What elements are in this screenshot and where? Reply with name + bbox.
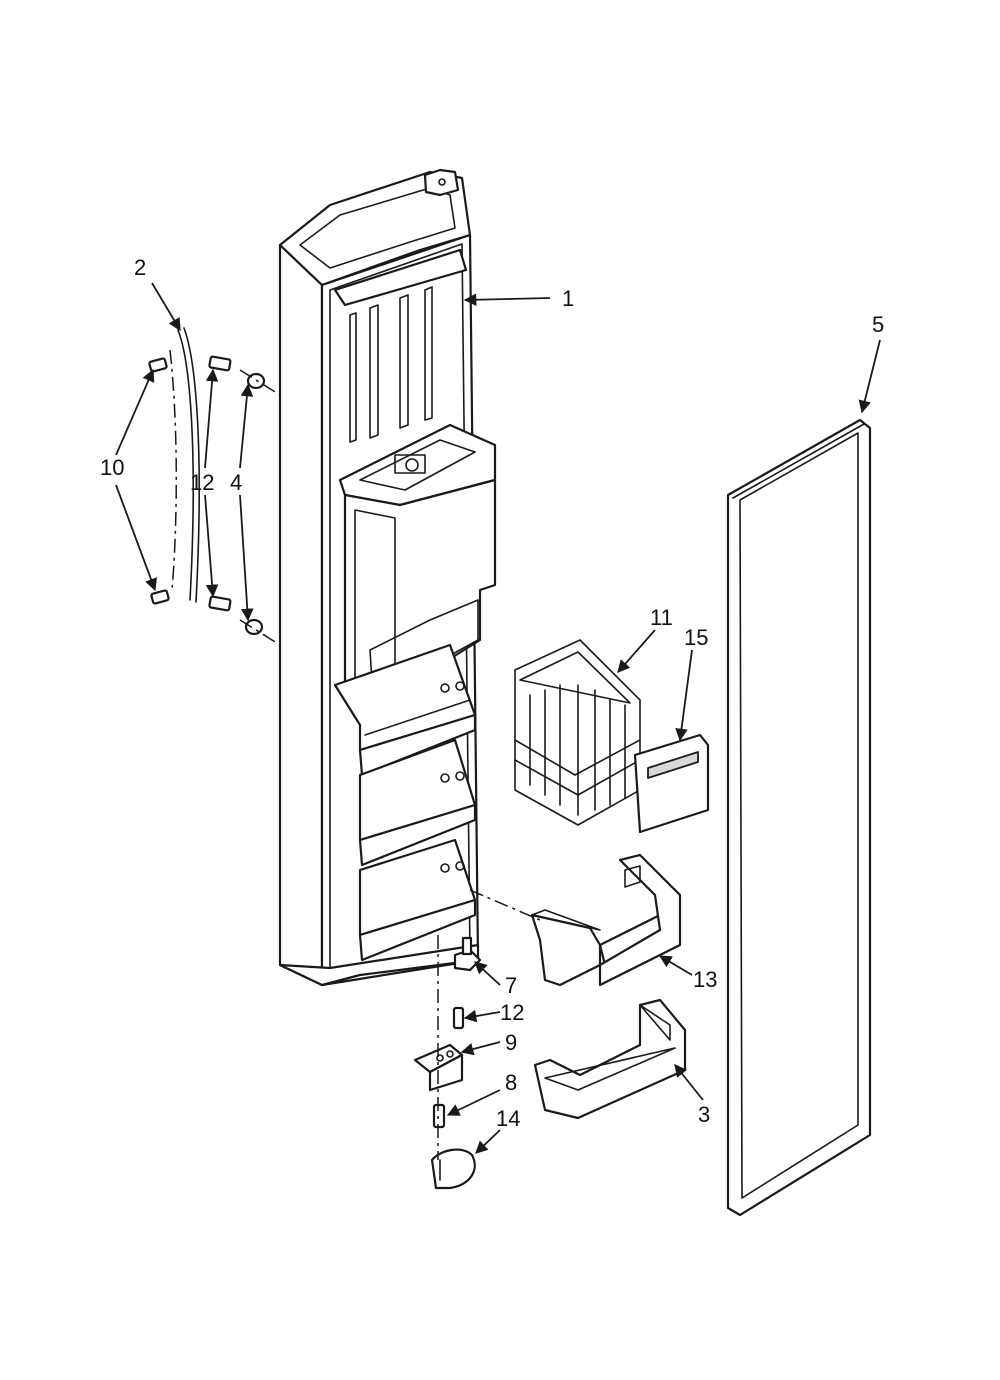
screw-10-bottom bbox=[150, 589, 170, 605]
callout-2: 2 bbox=[134, 255, 146, 280]
align-line-bin bbox=[469, 889, 541, 921]
callout-13: 13 bbox=[693, 967, 717, 992]
callout-1: 1 bbox=[562, 286, 574, 311]
plug-4-bottom bbox=[244, 618, 264, 636]
screw-10-top bbox=[148, 357, 168, 373]
callout-12-lower: 12 bbox=[500, 1000, 524, 1025]
door-gasket-part bbox=[726, 418, 872, 1217]
callout-4: 4 bbox=[230, 470, 242, 495]
lower-bin-part bbox=[530, 853, 682, 987]
screw-12-lower bbox=[452, 1006, 465, 1030]
align-line-top bbox=[239, 369, 281, 396]
handle-trim-part bbox=[169, 327, 201, 603]
callout-10: 10 bbox=[100, 455, 124, 480]
wire-basket-part bbox=[514, 639, 641, 826]
align-line-bottom bbox=[239, 619, 281, 646]
callout-11: 11 bbox=[650, 605, 673, 630]
callout-3: 3 bbox=[698, 1102, 710, 1127]
callout-12-upper: 12 bbox=[190, 470, 214, 495]
screw-8 bbox=[432, 1103, 446, 1129]
basket-cover-part bbox=[633, 733, 710, 834]
callout-9: 9 bbox=[505, 1030, 517, 1055]
hinge-cover-part bbox=[430, 1148, 476, 1190]
callout-15: 15 bbox=[684, 625, 708, 650]
callout-14: 14 bbox=[496, 1106, 520, 1131]
door-liner-part bbox=[278, 168, 497, 987]
screw-12-bottom bbox=[208, 595, 232, 612]
screw-12-top bbox=[208, 355, 232, 372]
bottom-bin-part bbox=[533, 998, 687, 1120]
callout-5: 5 bbox=[872, 312, 884, 337]
callout-8: 8 bbox=[505, 1070, 517, 1095]
callout-7: 7 bbox=[505, 973, 517, 998]
leader-lines bbox=[115, 282, 881, 1154]
